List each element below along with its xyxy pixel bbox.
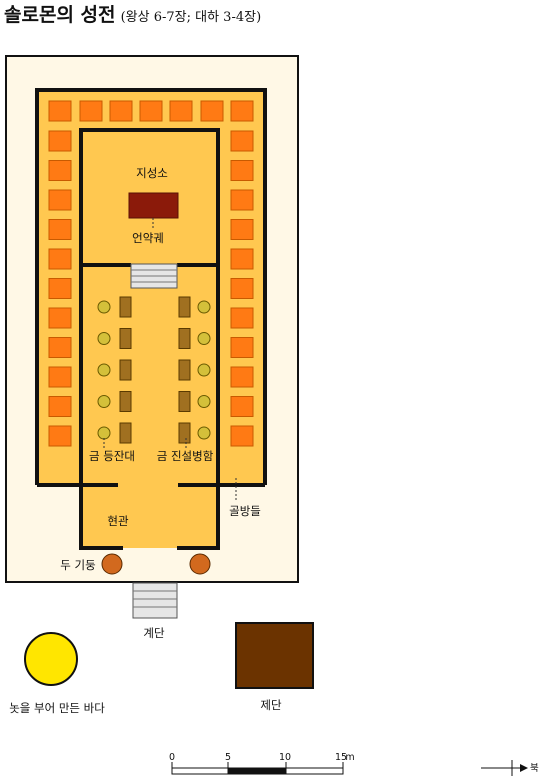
scale-bar: 0 5 10 15 m: [169, 752, 355, 775]
label-side-rooms: 골방들: [229, 504, 261, 518]
table-left-1: [119, 328, 132, 349]
label-ark: 언약궤: [132, 231, 164, 245]
side-room-right-6: [230, 307, 254, 329]
table-right-3: [178, 391, 191, 412]
porch-wall-left: [79, 485, 123, 550]
side-room-top-6: [230, 100, 254, 122]
table-right-4: [178, 422, 191, 444]
side-room-top-1: [79, 100, 103, 122]
lampstand-right-2: [197, 363, 211, 377]
side-room-left-4: [48, 248, 72, 270]
lampstand-right-1: [197, 332, 211, 345]
lampstand-left-0: [97, 300, 111, 314]
bronze-sea: [24, 632, 78, 686]
porch-wall-right: [177, 485, 220, 550]
side-room-left-7: [48, 337, 72, 358]
table-left-0: [119, 296, 132, 318]
north-arrow-icon: [520, 764, 528, 772]
label-sea: 놋을 부어 만든 바다: [9, 701, 105, 715]
inner-steps: [130, 263, 178, 289]
side-room-right-0: [230, 130, 254, 152]
lampstand-right-0: [197, 300, 211, 314]
scale-tick-0: 0: [169, 752, 175, 763]
side-room-top-2: [109, 100, 133, 122]
table-right-0: [178, 296, 191, 318]
side-room-right-3: [230, 219, 254, 240]
scale-tick-10: 10: [279, 752, 291, 763]
side-room-top-0: [48, 100, 72, 122]
ark: [128, 192, 179, 219]
lampstand-right-4: [197, 426, 211, 440]
pillar-left: [101, 553, 123, 575]
inner-wall: [79, 128, 220, 485]
label-altar: 제단: [260, 698, 282, 712]
table-left-3: [119, 391, 132, 412]
north-arrow: 북: [481, 760, 539, 776]
side-room-right-10: [230, 425, 254, 447]
label-steps: 계단: [143, 626, 165, 640]
side-room-top-5: [200, 100, 224, 122]
scale-tick-15: 15: [335, 752, 347, 763]
label-porch: 현관: [107, 514, 129, 528]
side-room-left-6: [48, 307, 72, 329]
pillar-right: [189, 553, 211, 575]
scale-tick-5: 5: [225, 752, 231, 763]
table-left-4: [119, 422, 132, 444]
table-right-2: [178, 359, 191, 381]
side-room-right-1: [230, 160, 254, 181]
table-right-1: [178, 328, 191, 349]
table-left-2: [119, 359, 132, 381]
label-tables: 금 진설병함: [157, 449, 214, 463]
altar: [235, 622, 314, 689]
lampstand-left-1: [97, 332, 111, 345]
porch-floor: [81, 485, 218, 548]
north-label: 북: [530, 763, 539, 774]
scale-unit: m: [345, 752, 354, 763]
side-room-right-7: [230, 337, 254, 358]
side-room-right-9: [230, 396, 254, 417]
side-room-left-10: [48, 425, 72, 447]
label-holy-of-holies: 지성소: [136, 166, 168, 180]
lampstand-left-4: [97, 426, 111, 440]
side-room-top-3: [139, 100, 163, 122]
page-title: 솔로몬의 성전 (왕상 6-7장; 대하 3-4장): [4, 0, 261, 27]
side-room-right-2: [230, 189, 254, 211]
title-sub: (왕상 6-7장; 대하 3-4장): [120, 10, 262, 25]
outer-steps: [132, 582, 178, 619]
outer-wall-left: [35, 88, 267, 485]
side-room-left-8: [48, 366, 72, 388]
side-room-left-2: [48, 189, 72, 211]
lampstand-left-3: [97, 395, 111, 408]
side-room-left-5: [48, 278, 72, 299]
holy-place-furniture: [97, 296, 211, 444]
side-room-right-8: [230, 366, 254, 388]
label-lampstands: 금 등잔대: [89, 449, 135, 463]
title-main: 솔로몬의 성전: [4, 4, 116, 26]
lampstand-left-2: [97, 363, 111, 377]
side-room-left-9: [48, 396, 72, 417]
side-room-right-4: [230, 248, 254, 270]
label-pillars: 두 기둥: [60, 558, 95, 572]
lampstand-right-3: [197, 395, 211, 408]
side-rooms: [48, 100, 254, 447]
side-room-left-0: [48, 130, 72, 152]
walls: [35, 88, 267, 550]
side-room-left-3: [48, 219, 72, 240]
side-room-left-1: [48, 160, 72, 181]
side-room-top-4: [169, 100, 193, 122]
side-room-right-5: [230, 278, 254, 299]
